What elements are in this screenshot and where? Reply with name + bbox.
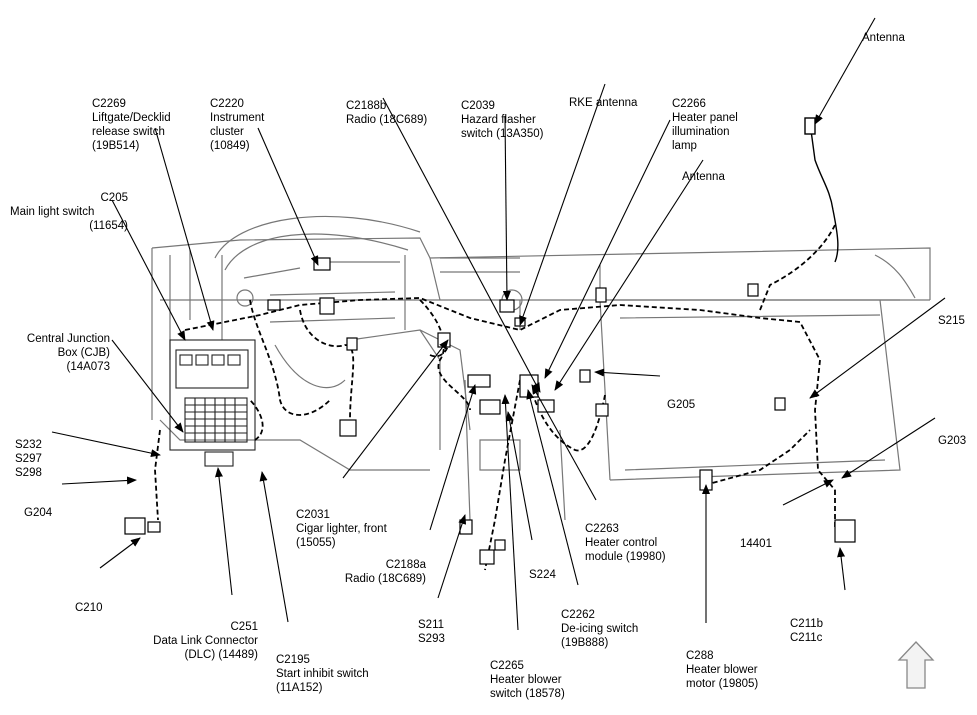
leader-rke [519,83,606,326]
label-g205: G205 [667,399,696,411]
leader-c2195 [259,471,289,623]
leader-c2188a [429,384,477,531]
label-antenna-mid: Antenna [682,171,725,183]
leader-c210 [99,537,141,569]
up-arrow-icon [897,641,935,689]
leader-14401 [782,479,834,506]
instrument-panel-outline [151,215,931,521]
leader-c211b [837,547,846,591]
leader-s224 [505,411,533,541]
leader-c2263 [531,384,597,501]
label-14401: 14401 [740,538,772,550]
label-rke-antenna: RKE antenna [569,97,638,109]
leader-c2262 [526,389,579,586]
wiring-harness [154,224,836,571]
leader-c2220 [257,127,319,266]
leader-g204 [61,476,137,485]
label-g204: G204 [24,507,53,519]
leader-c2266 [544,119,671,379]
central-junction-box [169,339,256,467]
leader-s232 [51,431,161,458]
leader-c205 [111,199,186,341]
label-g203: G203 [938,435,967,447]
antenna-lead [804,117,839,263]
leader-g203 [841,417,936,479]
leader-cjb [111,339,184,433]
leader-g205 [594,368,661,377]
label-s215: S215 [938,315,965,327]
leader-c251 [215,467,233,596]
leader-antenna-top [814,17,876,125]
leader-c2039 [502,115,511,301]
leader-c2188b [382,97,541,393]
label-s224: S224 [529,569,556,581]
leader-s211 [437,514,467,599]
wiring-diagram [51,17,946,689]
label-c210: C210 [75,602,103,614]
leader-antenna-mid [554,159,704,391]
label-antenna-top: Antenna [862,32,905,44]
leader-c2269 [154,127,215,331]
leader-c2265 [501,394,519,631]
leader-s215 [809,297,946,399]
leader-c2031 [342,339,449,479]
leader-lines [51,17,946,631]
